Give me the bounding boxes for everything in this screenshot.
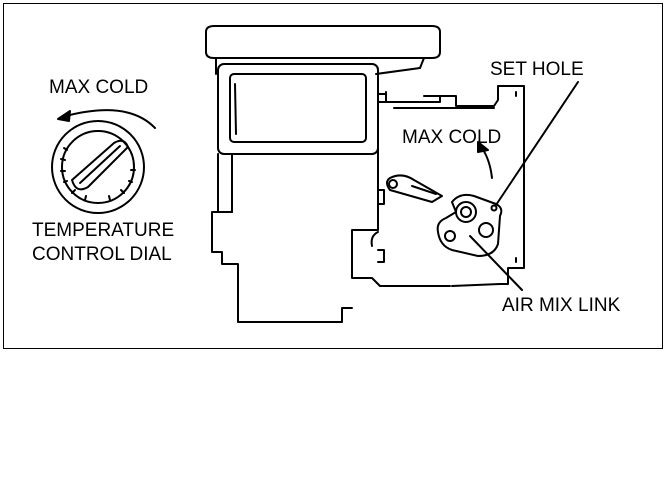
dial-name-line2-label: CONTROL DIAL (32, 244, 172, 265)
temperature-control-dial (51, 120, 145, 214)
air-mix-link-label: AIR MIX LINK (502, 295, 621, 316)
link-rotation-arrow-icon (477, 141, 493, 179)
dial-max-cold-label: MAX COLD (49, 77, 149, 98)
air-mix-link (386, 174, 503, 257)
heater-unit (205, 25, 525, 323)
link-max-cold-label: MAX COLD (402, 127, 502, 148)
set-hole-label: SET HOLE (490, 59, 584, 80)
set-hole-leader-line (495, 81, 579, 206)
air-mix-link-leader-line (469, 235, 523, 291)
diagram-frame (3, 3, 663, 349)
dial-rotation-arrow-icon (57, 109, 156, 129)
dial-name-line1-label: TEMPERATURE (32, 220, 175, 241)
